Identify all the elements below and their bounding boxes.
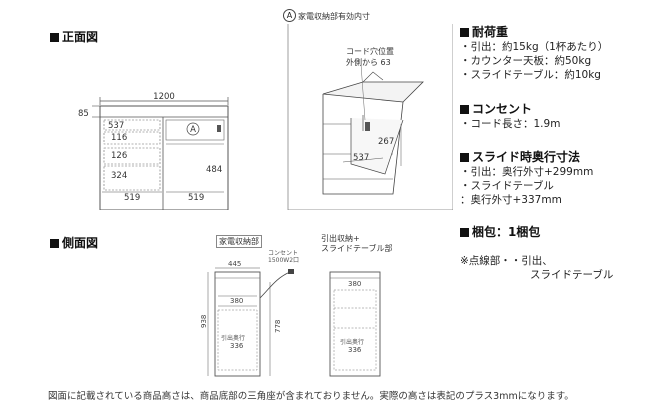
dim-519-right: 519 (188, 193, 204, 203)
dim-126: 126 (111, 151, 127, 161)
drawer-section-label-1: 引出収納+ (321, 234, 360, 243)
cord-hole-note-1: コード穴位置 (346, 47, 394, 56)
detail-a-drawing: 267 537 (287, 24, 453, 210)
square-bullet-icon (460, 105, 469, 114)
drawer-section-label: 引出収納+ スライドテーブル部 (321, 234, 393, 254)
square-bullet-icon (50, 33, 59, 42)
outlet-label-2: 1500W2口 (268, 257, 299, 264)
square-bullet-icon (50, 239, 59, 248)
square-bullet-icon (460, 153, 469, 162)
dim-445: 445 (228, 260, 241, 268)
load-line-1: ・引出：約15kg（1杯あたり） (460, 41, 609, 53)
detail-dim-537: 537 (353, 153, 369, 163)
drawer-depth-right: 引出奥行 (340, 338, 364, 346)
pack-heading: 梱包：1梱包 (460, 223, 613, 240)
dim-116: 116 (111, 133, 127, 143)
outlet-line-1: ・コード長さ：1.9m (460, 118, 561, 130)
side-view-drawing: コンセント 1500W2口 445 380 引出奥行 336 938 778 3… (200, 250, 381, 377)
load-line-3: ・スライドテーブル：約10kg (460, 69, 601, 81)
front-view-drawing: 1200 85 537 116 126 324 519 A 484 519 (78, 92, 229, 210)
dim-336-left: 336 (230, 342, 244, 350)
cord-hole-icon (365, 122, 370, 131)
note-line-2: スライドテーブル (530, 269, 614, 281)
slide-heading: スライド時奥行寸法 (460, 148, 613, 165)
detail-title: 家電収納部有効内寸 (298, 12, 370, 21)
specs-panel: 耐荷重 ・引出：約15kg（1杯あたり） ・カウンター天板：約50kg ・スライ… (460, 23, 613, 282)
dim-324: 324 (111, 171, 127, 181)
outlet-heading: コンセント (460, 100, 613, 117)
dim-380-left: 380 (230, 297, 243, 305)
dim-484: 484 (206, 165, 222, 175)
plug-icon (288, 269, 294, 274)
outlet-icon (217, 125, 221, 132)
slide-line-1: ・引出：奥行外寸+299mm (460, 166, 594, 178)
power-cord (259, 271, 291, 299)
dim-778: 778 (274, 320, 282, 333)
dim-380-right: 380 (348, 280, 361, 288)
outlet-label-1: コンセント (268, 250, 298, 257)
drawer-section-label-2: スライドテーブル部 (321, 244, 393, 253)
load-heading: 耐荷重 (460, 23, 613, 40)
slide-line-3: ：奥行外寸+337mm (460, 194, 562, 206)
square-bullet-icon (460, 228, 469, 237)
cord-hole-note-2: 外側から 63 (346, 58, 391, 67)
note-line-1: ※点線部・・引出、 (460, 255, 553, 267)
overall-width-label: 1200 (153, 92, 175, 102)
side-cabinet-right (329, 271, 381, 377)
cord-hole-note: コード穴位置 外側から 63 (346, 46, 394, 68)
footer-note: 図面に記載されている商品高さは、商品底部の三角座が含まれておりません。実際の高さ… (48, 391, 574, 402)
front-view-heading: 正面図 (50, 28, 98, 45)
detail-marker-a: A (283, 9, 296, 22)
dim-336-right: 336 (348, 346, 362, 354)
marker-a-circle (186, 122, 200, 136)
top-height-label: 85 (78, 109, 89, 119)
dim-938: 938 (200, 315, 208, 328)
side-cabinet-left (214, 271, 261, 377)
dim-537: 537 (108, 121, 124, 131)
load-line-2: ・カウンター天板：約50kg (460, 55, 592, 67)
detail-dim-267: 267 (378, 137, 394, 147)
cabinet-outline (99, 105, 229, 210)
drawer-depth-left: 引出奥行 (221, 334, 245, 342)
appliance-section-label: 家電収納部 (216, 235, 262, 248)
slide-line-2: ・スライドテーブル (460, 180, 554, 192)
dim-519-left: 519 (124, 193, 140, 203)
marker-a-label: A (190, 125, 196, 135)
side-view-heading: 側面図 (50, 234, 98, 251)
square-bullet-icon (460, 28, 469, 37)
